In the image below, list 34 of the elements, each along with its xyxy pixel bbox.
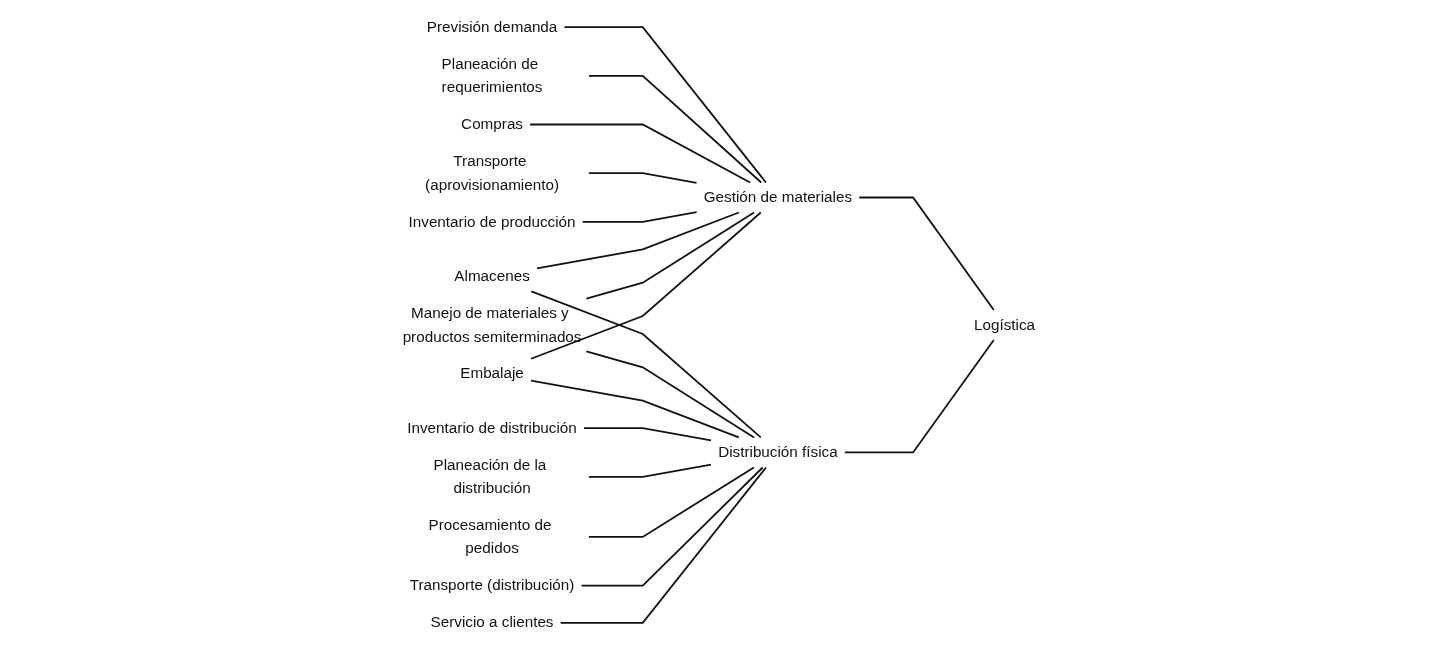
connector bbox=[585, 350, 756, 439]
connector bbox=[588, 463, 713, 478]
connector bbox=[588, 172, 698, 184]
connector bbox=[536, 211, 740, 270]
node-text: Gestión de materiales bbox=[704, 188, 853, 206]
node-text: Inventario de distribución bbox=[407, 419, 578, 437]
connector bbox=[529, 123, 752, 184]
node-text: Logística bbox=[974, 316, 1036, 334]
connector bbox=[583, 427, 713, 442]
node-text: Almacenes bbox=[454, 267, 531, 285]
node-text: Transporte (distribución) bbox=[409, 576, 575, 594]
node-text: Planeación de requerimientos bbox=[441, 55, 543, 96]
connector bbox=[844, 339, 995, 454]
node-text: Planeación de la distribución bbox=[433, 456, 547, 497]
node-text: Previsión demanda bbox=[427, 18, 558, 36]
connector bbox=[560, 466, 768, 624]
connector bbox=[858, 196, 995, 311]
connector bbox=[588, 466, 755, 538]
connector bbox=[588, 74, 763, 184]
connector bbox=[530, 290, 762, 439]
node-text: Servicio a clientes bbox=[430, 614, 554, 632]
node-text: Transporte (aprovisionamiento) bbox=[425, 153, 560, 193]
connector bbox=[530, 379, 740, 439]
node-text: Embalaje bbox=[460, 364, 525, 382]
node-text: Distribución física bbox=[718, 443, 838, 461]
connector bbox=[582, 211, 698, 223]
node-text: Manejo de materiales y productos semiterminados bbox=[402, 304, 582, 345]
connector bbox=[580, 466, 764, 587]
node-text: Inventario de producción bbox=[408, 213, 576, 231]
connector bbox=[563, 26, 768, 184]
connector bbox=[585, 211, 756, 300]
node-text: Compras bbox=[461, 115, 524, 133]
node-text: Procesamiento de pedidos bbox=[428, 516, 552, 557]
connector bbox=[530, 211, 762, 360]
